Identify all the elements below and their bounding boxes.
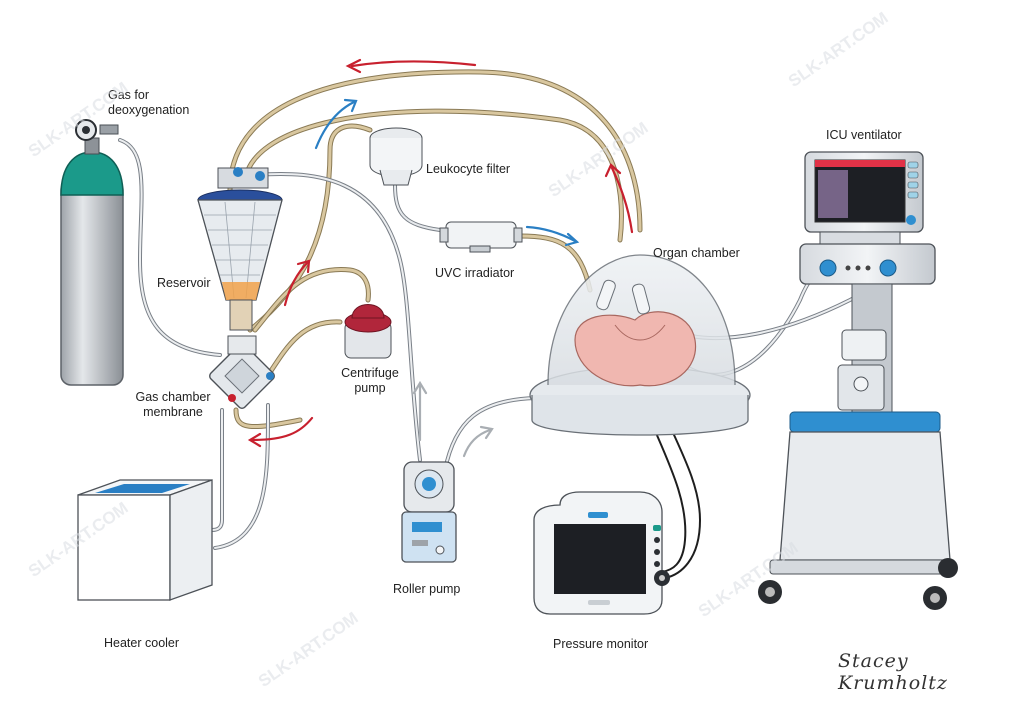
icu-ventilator	[758, 151, 958, 610]
flow-arrow-gray-head	[412, 380, 428, 395]
gas-label: Gas for deoxygenation	[108, 88, 189, 118]
leukocyte-filter-label: Leukocyte filter	[426, 162, 511, 176]
organ-chamber	[529, 254, 751, 436]
gas-cylinder	[60, 119, 124, 386]
flow-arrow-blue	[314, 100, 356, 150]
roller-pump-label: Roller pump	[393, 582, 461, 596]
reservoir-label: Reservoir	[157, 276, 211, 290]
flow-arrow-red	[350, 60, 477, 68]
flow-arrow-red-head	[296, 259, 311, 274]
flow-arrow-red	[250, 416, 314, 442]
organ-chamber-label: Organ chamber	[653, 246, 740, 260]
pressure-monitor	[533, 491, 670, 615]
flow-arrow-red-head	[604, 163, 622, 178]
reservoir	[197, 167, 283, 331]
uvc-irradiator-label: UVC irradiator	[435, 266, 515, 280]
heater-cooler	[77, 479, 213, 601]
flow-arrow-blue-head	[343, 98, 358, 113]
flow-arrow-blue	[525, 225, 577, 243]
gas-chamber-membrane	[209, 335, 275, 409]
gas-label-line-1: Gas for	[108, 88, 149, 102]
flow-arrow-red-head	[247, 432, 262, 448]
pressure-monitor-label: Pressure monitor	[553, 637, 649, 651]
centrifuge-pump-label: Centrifuge pump	[340, 366, 400, 396]
centrifuge-pump-label-line-2: pump	[354, 381, 386, 395]
icu-ventilator-label: ICU ventilator	[826, 128, 902, 142]
heater-cooler-label: Heater cooler	[104, 636, 180, 650]
gas-chamber-membrane-label-line-1: Gas chamber	[135, 390, 211, 404]
artist-signature: Stacey Krumholtz	[838, 650, 948, 694]
uvc-irradiator	[439, 221, 523, 253]
gas-label-line-2: deoxygenation	[108, 103, 190, 117]
gas-chamber-membrane-label: Gas chamber membrane	[128, 390, 218, 420]
flow-arrow-blue-head	[564, 232, 580, 247]
gas-chamber-membrane-label-line-2: membrane	[143, 405, 203, 419]
centrifuge-pump-label-line-1: Centrifuge	[341, 366, 399, 380]
flow-arrow-red	[283, 260, 310, 307]
flow-arrow-gray	[462, 428, 492, 458]
roller-pump	[401, 461, 457, 563]
leukocyte-filter	[369, 127, 423, 186]
flow-arrow-gray-head	[479, 425, 494, 440]
centrifuge-pump	[344, 304, 392, 359]
flow-arrow-red	[610, 166, 634, 234]
flow-arrows	[247, 58, 634, 458]
flow-arrow-red-head	[345, 58, 362, 74]
